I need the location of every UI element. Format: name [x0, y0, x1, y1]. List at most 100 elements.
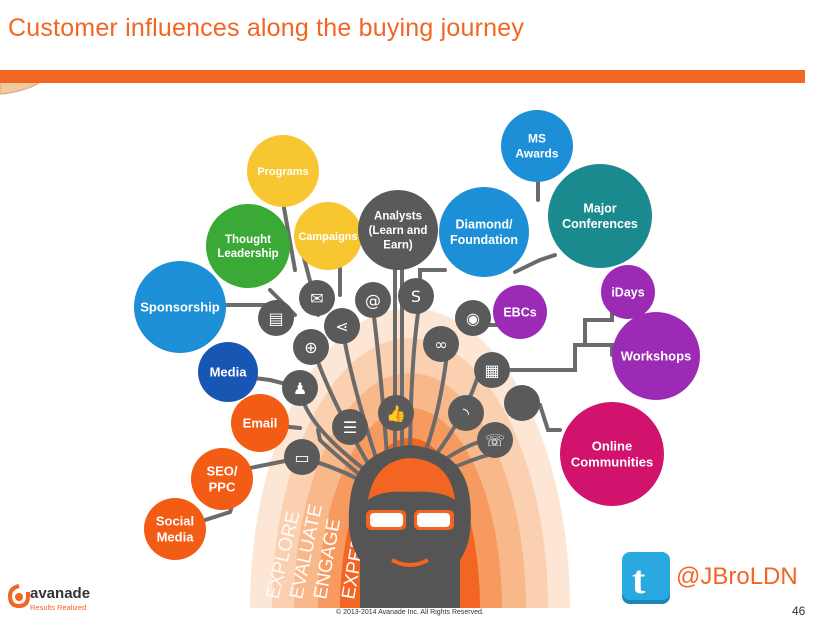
people-icon: ♟	[282, 370, 318, 406]
at-sign-icon: @	[355, 282, 391, 318]
bubble-circle	[144, 498, 206, 560]
icon-glyph: ☏	[485, 431, 505, 450]
icon-glyph: S	[411, 287, 421, 306]
bubble-circle	[501, 110, 573, 182]
icon-circle	[504, 385, 540, 421]
bubble-circle	[206, 204, 290, 288]
icon-circle	[293, 329, 329, 365]
bubble-label: Analysts	[374, 211, 422, 223]
bubble-label: Social	[156, 513, 194, 528]
icon-circle	[284, 439, 320, 475]
bubble-label: Email	[243, 416, 278, 431]
bubble-label: EBCs	[503, 305, 536, 319]
bubble-circle	[134, 261, 226, 353]
icon-circle	[258, 300, 294, 336]
brand-name: avanade	[30, 585, 91, 602]
bubble-label: PPC	[209, 480, 236, 495]
bubble-label: Leadership	[217, 248, 278, 260]
icon-circle	[398, 278, 434, 314]
bubble-programs: Programs	[247, 135, 319, 207]
bubble-label: Thought	[225, 234, 271, 246]
icon-glyph: ⋖	[335, 317, 348, 336]
bubble-circle	[358, 190, 438, 270]
icon-circle	[448, 395, 484, 431]
icon-glyph: ∞	[434, 335, 447, 354]
bubble-label: Workshops	[621, 349, 692, 364]
bubble-label: Online	[592, 438, 632, 453]
icon-circle	[282, 370, 318, 406]
link-icon: ∞	[423, 326, 459, 362]
bubble-label: Conferences	[562, 217, 638, 231]
icon-circle	[378, 395, 414, 431]
bubble-circle	[198, 342, 258, 402]
bubble-label: MS	[528, 132, 546, 146]
brand-tagline: Results Realized	[30, 603, 87, 612]
bubble-label: (Learn and	[369, 225, 428, 237]
icon-glyph: 👍	[386, 404, 406, 423]
document-icon: ▤	[258, 300, 294, 336]
copyright-notice: © 2013-2014 Avanade Inc. All Rights Rese…	[336, 609, 484, 616]
thumbs-up-icon: 👍	[378, 395, 414, 431]
bubble-sponsorship: Sponsorship	[134, 261, 226, 353]
rss-icon: ◝	[448, 395, 484, 431]
blank-icon	[504, 385, 540, 421]
bubble-diamond-foundation: Diamond/Foundation	[439, 187, 529, 277]
icon-glyph: ▦	[484, 361, 499, 380]
icon-circle	[324, 308, 360, 344]
twitter-icon[interactable]: t	[622, 552, 670, 604]
avanade-logo-icon	[8, 584, 30, 608]
bubble-circle	[601, 265, 655, 319]
icon-glyph: @	[365, 291, 381, 310]
bubble-circle	[191, 448, 253, 510]
head-silhouette	[348, 445, 471, 608]
envelope-icon: ✉	[299, 280, 335, 316]
bubble-media: Media	[198, 342, 258, 402]
icon-glyph: ✉	[310, 289, 323, 308]
bubble-seo-ppc: SEO/PPC	[191, 448, 253, 510]
eye-icon: ◉	[455, 300, 491, 336]
globe-icon: ⊕	[293, 329, 329, 365]
icon-glyph: ▤	[268, 309, 283, 328]
bubble-label: Awards	[515, 147, 558, 161]
icon-circle	[299, 280, 335, 316]
bubble-label: Diamond/	[456, 218, 513, 232]
skype-icon: S	[398, 278, 434, 314]
bubble-label: Media	[157, 530, 195, 545]
bubble-ebcs: EBCs	[493, 285, 547, 339]
icon-circle	[355, 282, 391, 318]
bubble-workshops: Workshops	[612, 312, 700, 400]
bubble-idays: iDays	[601, 265, 655, 319]
bubble-label: Earn)	[383, 239, 413, 251]
icon-layer: ▤ ✉ @ S ⊕ ⋖ ◉ ∞ ♟ ▦ ☰ 👍 ◝ ☏ ▭	[258, 278, 540, 475]
share-icon: ⋖	[324, 308, 360, 344]
bubble-label: Media	[210, 365, 248, 380]
icon-glyph: ◉	[466, 309, 480, 328]
bubble-email: Email	[231, 394, 289, 452]
bubble-circle	[439, 187, 529, 277]
bubble-circle	[247, 135, 319, 207]
computer-icon: ▭	[284, 439, 320, 475]
phone-icon: ☏	[477, 422, 513, 458]
twitter-handle[interactable]: @JBroLDN	[676, 563, 798, 590]
icon-circle	[423, 326, 459, 362]
bubble-label: Foundation	[450, 233, 518, 247]
icon-circle	[474, 352, 510, 388]
bubble-label: iDays	[611, 285, 644, 299]
bubble-label: Programs	[257, 166, 308, 178]
icon-glyph: ⊕	[304, 338, 317, 357]
slide-title: Customer influences along the buying jou…	[8, 14, 525, 42]
icon-circle	[455, 300, 491, 336]
icon-glyph: ☰	[343, 418, 357, 437]
title-bar	[0, 70, 805, 83]
icon-glyph: ◝	[463, 404, 470, 423]
bubble-circle	[231, 394, 289, 452]
icon-glyph: ▭	[294, 448, 309, 467]
twitter-glyph: t	[632, 557, 646, 602]
bubble-circle	[612, 312, 700, 400]
